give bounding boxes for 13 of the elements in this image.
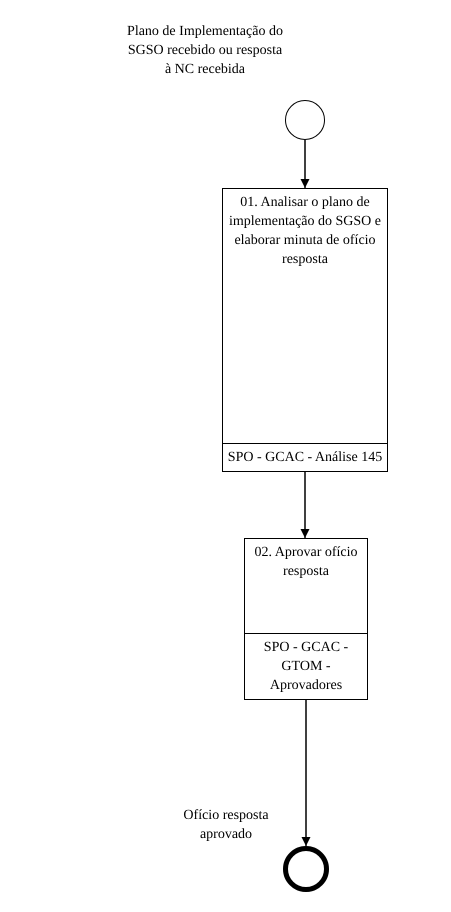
end-event-circle [283, 846, 329, 892]
arrow [300, 140, 310, 188]
role-label: SPO - GCAC - Análise 145 [223, 443, 387, 471]
process-box [244, 538, 368, 700]
role-label: SPO - GCAC - GTOM - Aprovadores [245, 633, 367, 699]
arrow [300, 472, 310, 538]
event-label: Ofício resposta aprovado [182, 807, 270, 844]
task-label: 01. Analisar o plano de implementação do SGSO e elaborar minuta de ofício resposta [228, 194, 382, 269]
event-label: Plano de Implementação do SGSO recebido ou resposta à NC recebida [126, 23, 284, 79]
start-event-circle [285, 100, 325, 140]
process-box [222, 188, 388, 472]
task-label: 02. Aprovar ofício resposta [253, 544, 359, 581]
arrow [302, 700, 310, 846]
